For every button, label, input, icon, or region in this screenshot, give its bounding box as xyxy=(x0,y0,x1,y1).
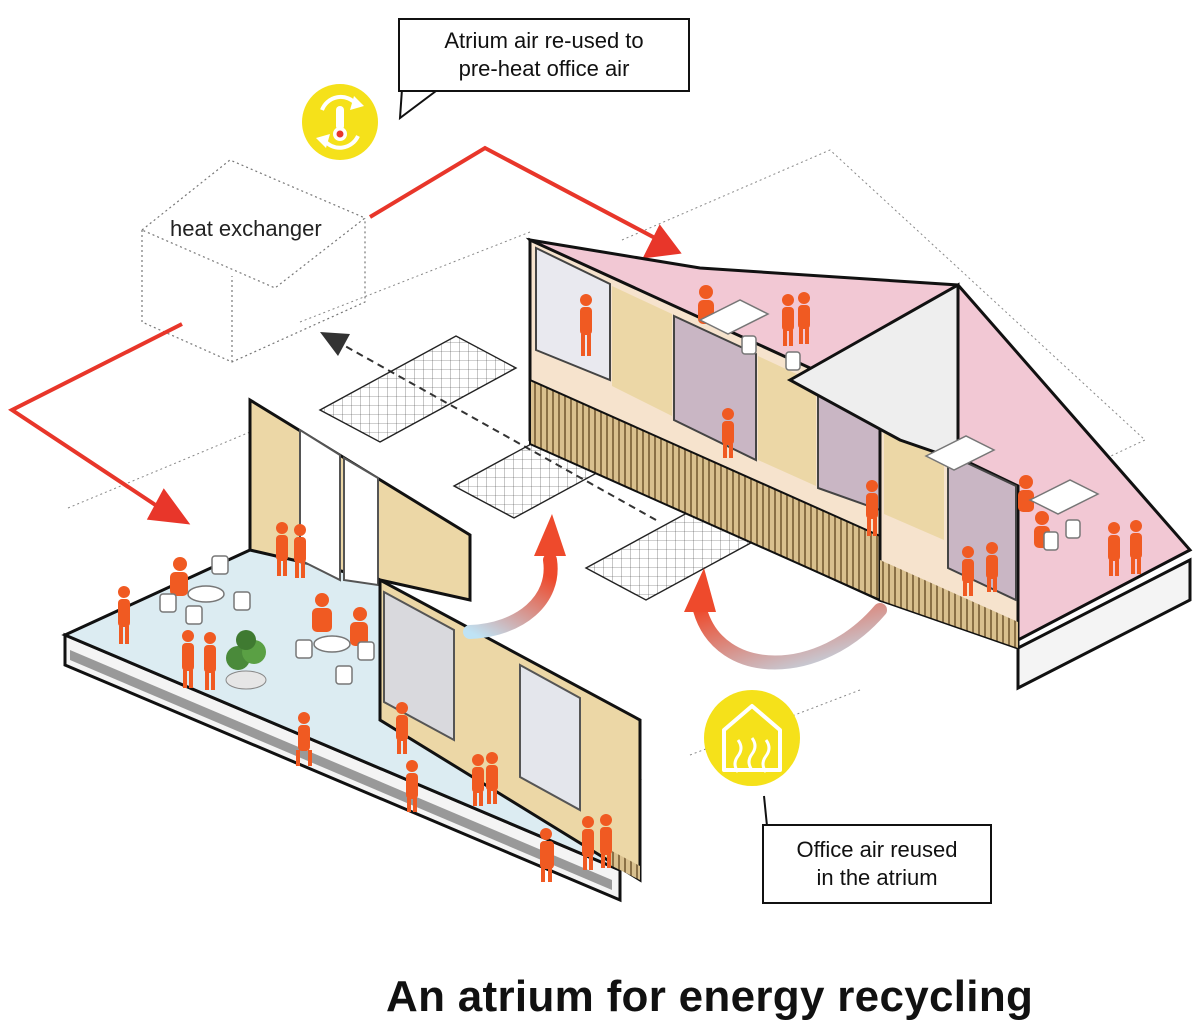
return-duct-arrow xyxy=(320,332,657,521)
person xyxy=(986,542,998,592)
person xyxy=(1018,475,1034,512)
person xyxy=(1108,522,1120,576)
thermometer-recycle-icon xyxy=(302,84,378,160)
return-air-arrow xyxy=(8,322,191,525)
people xyxy=(118,285,1142,882)
person xyxy=(350,607,368,646)
diagram-title: An atrium for energy recycling xyxy=(386,972,1034,1021)
heat-exchanger-box xyxy=(140,159,367,363)
person xyxy=(396,702,408,754)
person xyxy=(600,814,612,868)
heat-exchanger-label: heat exchanger xyxy=(170,216,322,241)
person xyxy=(1130,520,1142,574)
person xyxy=(296,712,312,766)
person xyxy=(406,760,418,812)
supply-air-arrow xyxy=(368,145,682,259)
person xyxy=(866,480,878,536)
person xyxy=(722,408,734,458)
furniture xyxy=(159,299,1100,685)
planter xyxy=(225,630,267,690)
person xyxy=(294,524,306,578)
office-block xyxy=(525,237,1193,691)
person xyxy=(276,522,288,576)
house-airflow-icon xyxy=(704,690,800,786)
person xyxy=(582,816,594,870)
callout-office-air-line2: in the atrium xyxy=(816,865,938,890)
person xyxy=(540,828,554,882)
person xyxy=(204,632,216,690)
callout-atrium-air-line1: Atrium air re-used to xyxy=(444,28,644,53)
person xyxy=(118,586,130,644)
person xyxy=(312,593,332,632)
office-to-grille-flow xyxy=(684,568,887,670)
callout-office-air-line1: Office air reused xyxy=(796,837,958,862)
floor-grille-1 xyxy=(318,335,518,443)
callout-atrium-air: Atrium air re-used to pre-heat office ai… xyxy=(398,18,690,92)
callout-atrium-air-line2: pre-heat office air xyxy=(458,56,630,81)
person xyxy=(170,557,188,596)
person xyxy=(962,546,974,596)
atrium-to-grille-flow xyxy=(463,514,566,639)
person xyxy=(486,752,498,804)
person xyxy=(182,630,194,688)
callout-office-air: Office air reused in the atrium xyxy=(762,824,992,904)
person xyxy=(782,294,794,346)
person xyxy=(472,754,484,806)
person xyxy=(580,294,592,356)
person xyxy=(798,292,810,344)
